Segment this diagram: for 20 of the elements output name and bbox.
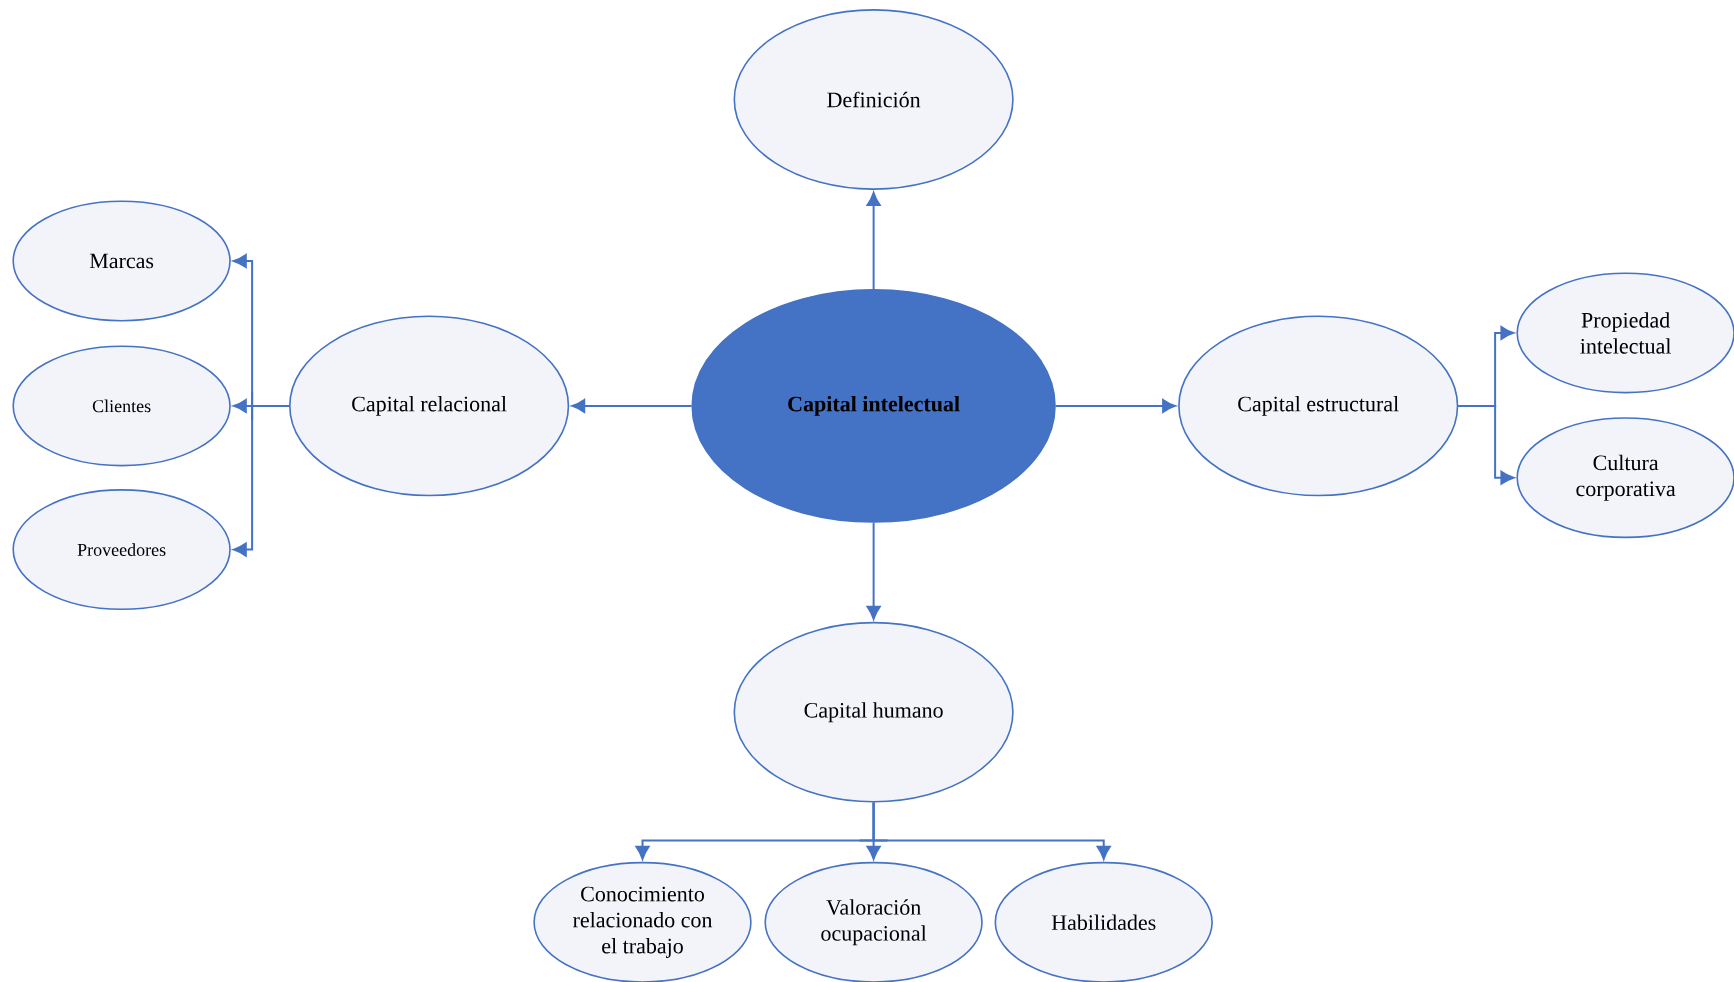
ellipse-node: Proveedores — [12, 489, 231, 611]
ellipse-node: Cultura corporativa — [1516, 417, 1734, 539]
arrow — [1054, 398, 1176, 413]
arrow — [866, 192, 881, 290]
ellipse-node: Capital estructural — [1178, 315, 1459, 497]
arrow — [232, 404, 290, 557]
ellipse-node: Capital humano — [733, 621, 1014, 803]
ellipse-node: Capital relacional — [289, 315, 570, 497]
arrow — [571, 398, 693, 413]
ellipse-node: Conocimiento relacionado con el trabajo — [533, 861, 752, 982]
arrow — [866, 521, 881, 620]
ellipse-node: Capital intelectual — [691, 289, 1056, 523]
ellipse-node: Clientes — [12, 345, 231, 467]
arrow — [1457, 404, 1515, 485]
ellipse-node: Marcas — [12, 200, 231, 322]
ellipse-node: Definición — [733, 9, 1014, 190]
ellipse-node: Valoración ocupacional — [764, 861, 983, 982]
ellipse-node: Propiedad intelectual — [1516, 272, 1734, 394]
arrow — [872, 801, 1111, 860]
ellipse-node: Habilidades — [994, 861, 1213, 982]
